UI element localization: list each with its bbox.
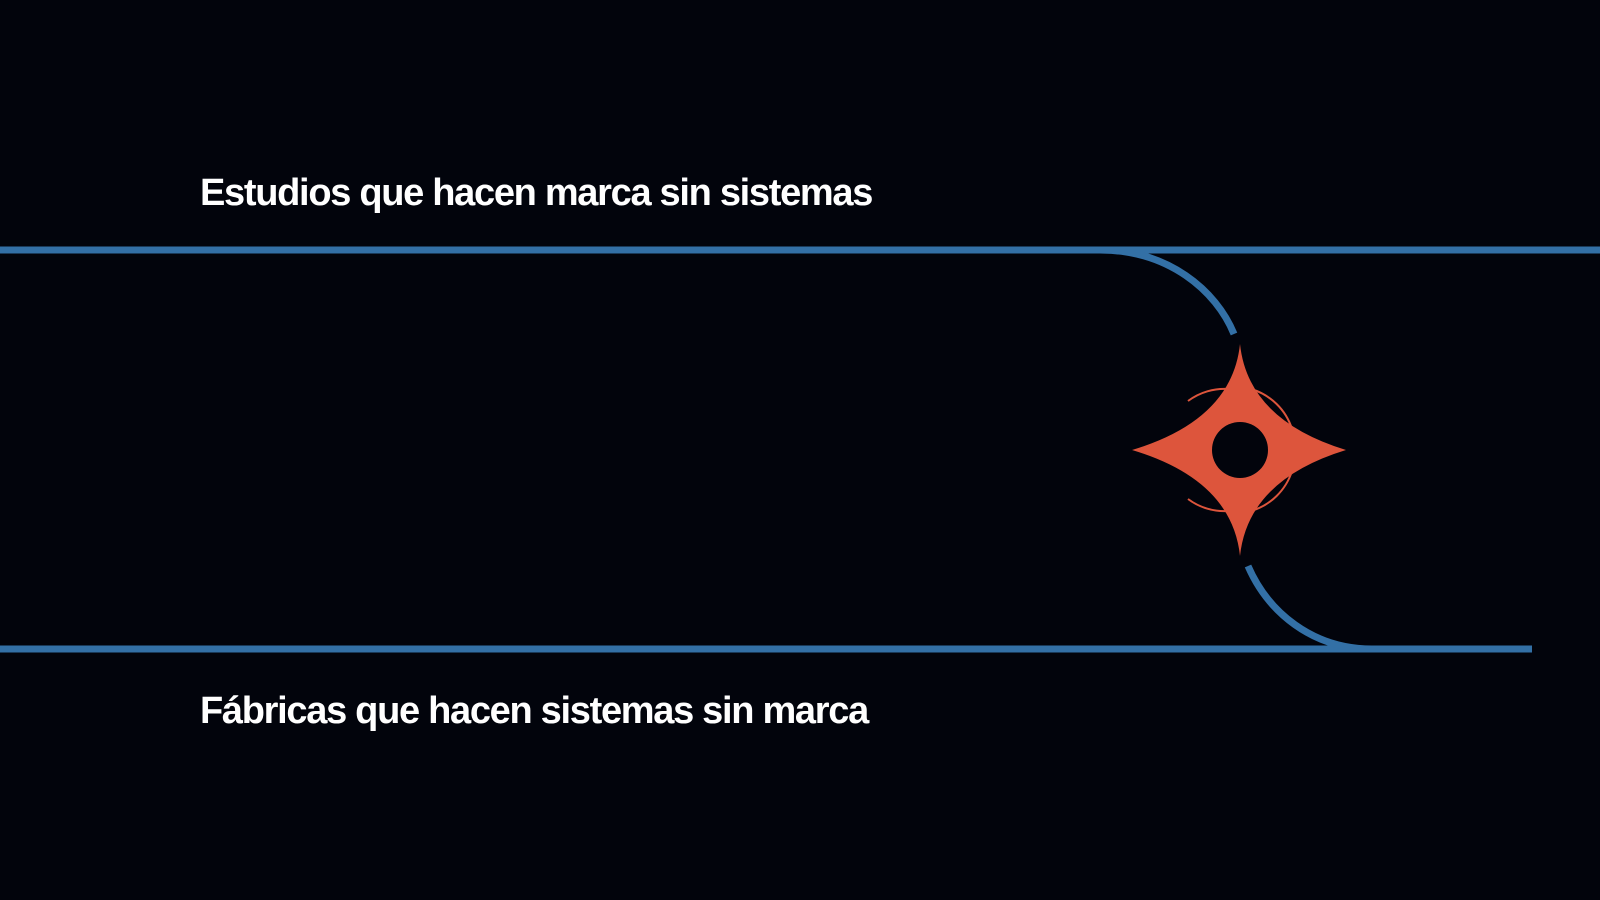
headline-studios: Estudios que hacen marca sin sistemas (200, 172, 873, 214)
lower-curve-connector (1244, 564, 1373, 653)
headline-factories: Fábricas que hacen sistemas sin marca (200, 690, 869, 732)
upper-curve-connector (1099, 246, 1238, 336)
four-point-star-icon (1132, 344, 1346, 556)
